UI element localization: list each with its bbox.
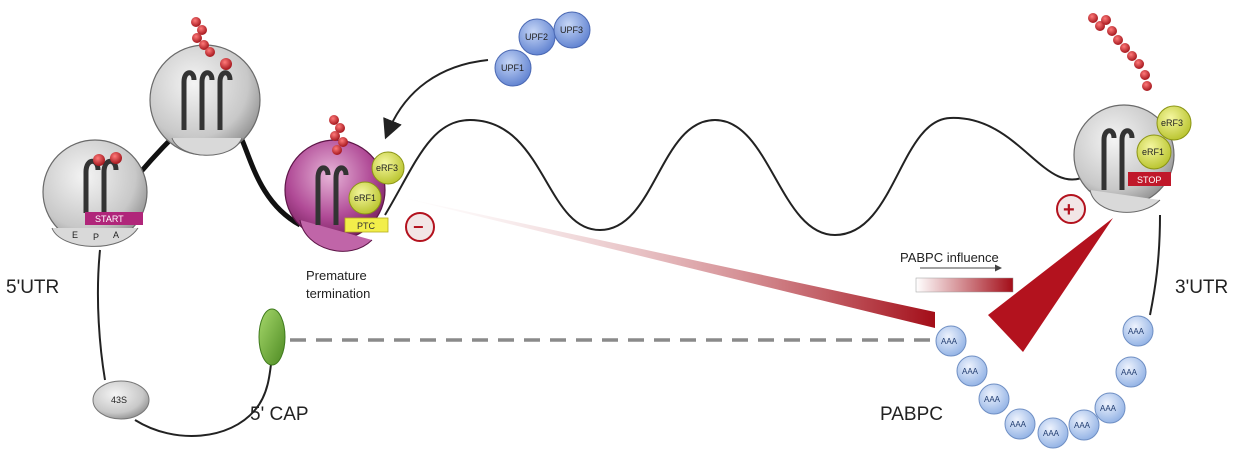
pabpc-bead: AAA	[1004, 408, 1036, 440]
upf-recruitment-arrow	[383, 59, 489, 140]
upf3-label: UPF3	[560, 25, 583, 35]
ribosome-initiating: START E P A	[42, 139, 148, 247]
svg-text:eRF3: eRF3	[1161, 118, 1183, 128]
svg-text:AAA: AAA	[941, 337, 958, 346]
three-prime-utr-label: 3'UTR	[1175, 277, 1228, 298]
pabpc-bead: AAA	[935, 325, 967, 357]
svg-text:AAA: AAA	[1128, 327, 1145, 336]
erf1-factor-stop: eRF1	[1136, 134, 1172, 170]
pabpc-bead: AAA	[978, 383, 1010, 415]
pabpc-bead: AAA	[1037, 417, 1069, 449]
a-site-label: A	[113, 230, 119, 240]
premature-termination-label-1: Premature	[306, 268, 367, 283]
svg-text:AAA: AAA	[1121, 368, 1138, 377]
ribosome-normal-termination: eRF3 eRF1 STOP	[1073, 13, 1192, 213]
full-length-peptide	[1088, 13, 1152, 91]
start-tag-label: START	[95, 214, 124, 224]
p-site-label: P	[93, 232, 99, 242]
premature-termination-label-2: termination	[306, 286, 370, 301]
svg-text:AAA: AAA	[1100, 404, 1117, 413]
ptc-tag-label: PTC	[357, 221, 376, 231]
upf2-label: UPF2	[525, 32, 548, 42]
ribosome-elongating	[149, 17, 261, 156]
pabpc-bead: AAA	[1068, 409, 1100, 441]
subunit-43s-label: 43S	[111, 395, 127, 405]
upf-complex: UPF2 UPF3 UPF1	[494, 11, 591, 87]
start-codon-tag	[85, 212, 143, 225]
negative-effect-sign: −	[405, 212, 435, 242]
stop-codon-tag	[1128, 172, 1171, 186]
stop-tag-label: STOP	[1137, 175, 1161, 185]
ribosome-premature-termination: eRF3 eRF1 PTC	[284, 115, 405, 252]
five-prime-cap-label: 5' CAP	[250, 404, 309, 425]
pabpc-bead: AAA	[1094, 392, 1126, 424]
pabpc-influence-wedge-distant	[395, 196, 935, 328]
svg-text:eRF1: eRF1	[354, 193, 376, 203]
erf3-factor-ptc: eRF3	[371, 151, 405, 185]
pabpc-bead: AAA	[1122, 315, 1154, 347]
pabpc-bead: AAA	[956, 355, 988, 387]
ptc-tag	[344, 217, 389, 233]
svg-text:AAA: AAA	[1043, 429, 1060, 438]
svg-text:AAA: AAA	[962, 367, 979, 376]
five-prime-utr-label: 5'UTR	[6, 277, 59, 298]
pabpc-influence-legend: PABPC influence	[900, 250, 1014, 293]
poly-a-tail: AAA AAA AAA AAA AAA AAA AAA AAA AAA	[935, 315, 1154, 449]
svg-text:AAA: AAA	[1074, 421, 1091, 430]
svg-text:+: +	[1063, 199, 1075, 221]
pabpc-influence-wedge-proximal	[988, 218, 1113, 352]
nascent-peptide-truncated	[329, 115, 348, 155]
erf1-factor-ptc: eRF1	[348, 181, 382, 215]
nascent-peptide-short	[191, 17, 232, 70]
pabpc-bead: AAA	[1115, 356, 1147, 388]
five-prime-cap	[258, 308, 286, 366]
svg-text:−: −	[413, 217, 424, 237]
upf1-label: UPF1	[501, 63, 524, 73]
pabpc-influence-label: PABPC influence	[900, 250, 999, 265]
small-subunit-43s: 43S	[92, 380, 150, 420]
svg-text:AAA: AAA	[1010, 420, 1027, 429]
erf3-factor-stop: eRF3	[1156, 105, 1192, 141]
pabpc-influence-gradient-bar	[915, 277, 1014, 293]
pabpc-label: PABPC	[880, 404, 943, 425]
svg-text:eRF1: eRF1	[1142, 147, 1164, 157]
e-site-label: E	[72, 230, 78, 240]
positive-effect-sign: +	[1056, 194, 1086, 224]
svg-text:AAA: AAA	[984, 395, 1001, 404]
svg-text:eRF3: eRF3	[376, 163, 398, 173]
